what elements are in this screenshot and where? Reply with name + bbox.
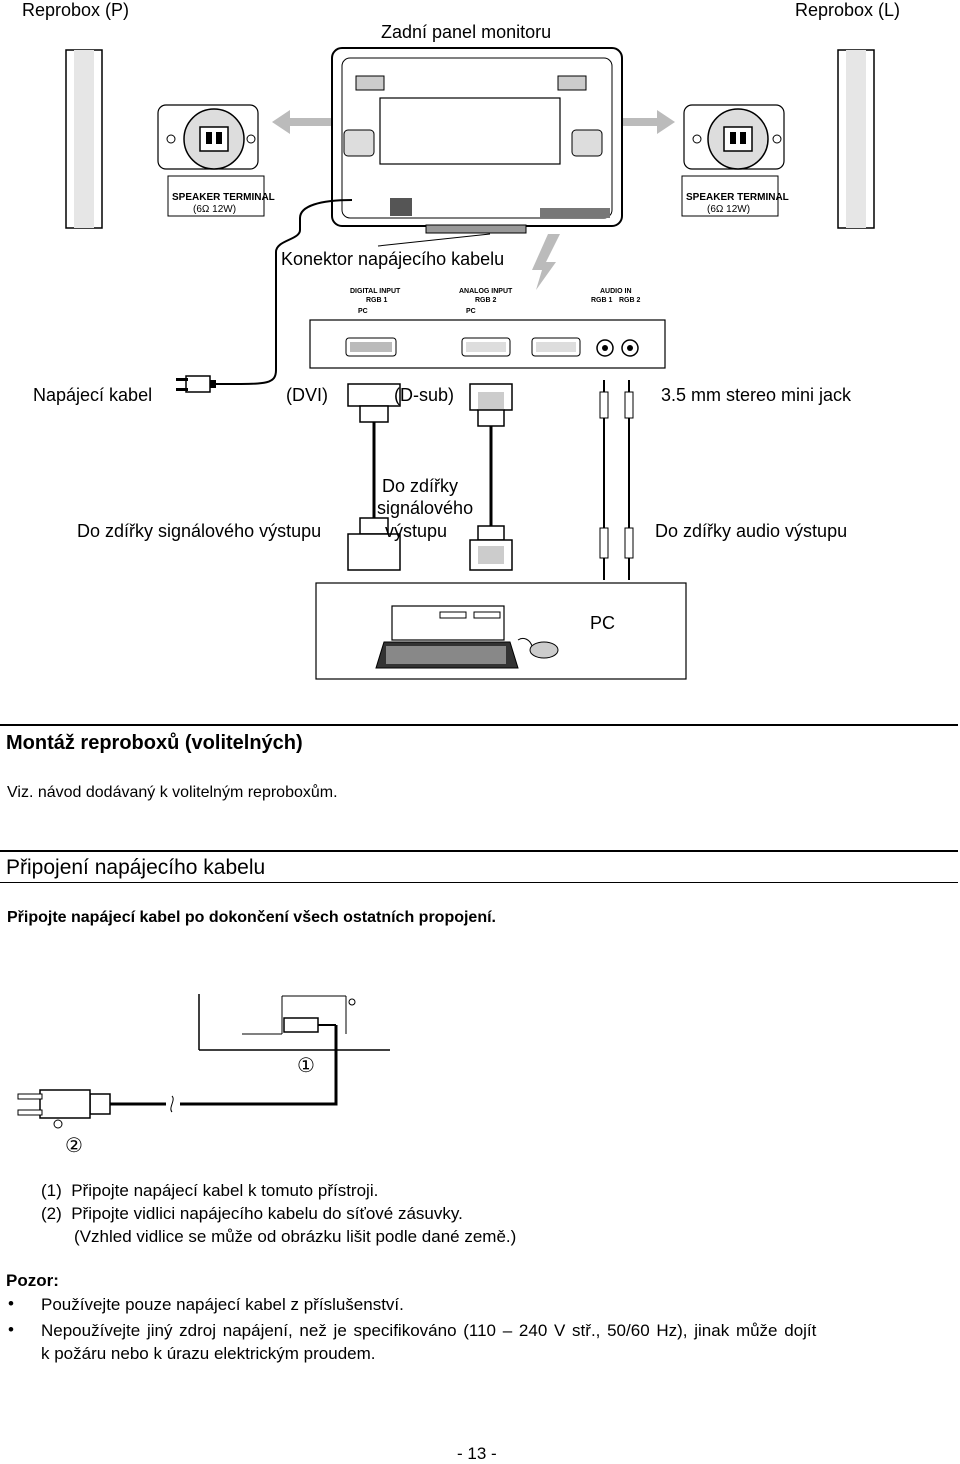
panel-audio-label: AUDIO IN xyxy=(600,288,632,295)
monitor-back xyxy=(331,47,623,234)
caution-title: Pozor: xyxy=(6,1271,59,1290)
dvi-cable xyxy=(347,383,401,571)
dsub-label: (D-sub) xyxy=(394,385,455,405)
panel-audio-sub2: RGB 2 xyxy=(619,297,641,304)
caution-bullet-1: • xyxy=(8,1294,14,1313)
step-1: (1) Připojte napájecí kabel k tomuto pří… xyxy=(41,1181,379,1200)
pc-illustration xyxy=(315,582,687,680)
signal-out-center-1: Do zdířky xyxy=(382,476,459,496)
dsub-cable xyxy=(469,383,513,571)
panel-analog-label: ANALOG INPUT xyxy=(459,288,513,295)
step-2: (2) Připojte vidlici napájecího kabelu d… xyxy=(41,1204,463,1223)
speaker-terminal-p-label: SPEAKER TERMINAL xyxy=(172,192,275,203)
signal-out-left-label: Do zdířky signálového výstupu xyxy=(77,521,322,541)
pc-label: PC xyxy=(590,613,616,633)
panel-digital-sub: RGB 1 xyxy=(366,297,388,304)
step-2-note: (Vzhled vidlice se může od obrázku lišit… xyxy=(41,1227,517,1246)
caution-bullet-2: • xyxy=(8,1320,14,1339)
panel-digital-label: DIGITAL INPUT xyxy=(350,288,401,295)
section1-title: Montáž reproboxů (volitelných) xyxy=(6,732,303,754)
signal-out-center-3: výstupu xyxy=(385,521,448,541)
power-connection-drawing xyxy=(17,994,390,1129)
dvi-label: (DVI) xyxy=(286,385,328,405)
speaker-p-label: Reprobox (P) xyxy=(22,0,130,20)
panel-analog-sub: RGB 2 xyxy=(475,297,497,304)
audio-out-label: Do zdířky audio výstupu xyxy=(655,521,848,541)
callout-2: ② xyxy=(65,1135,83,1157)
section2-intro: Připojte napájecí kabel po dokončení vše… xyxy=(7,909,496,926)
callout-1: ① xyxy=(297,1055,315,1077)
speaker-l-label: Reprobox (L) xyxy=(795,0,901,20)
power-connector-label: Konektor napájecího kabelu xyxy=(281,249,505,269)
caution-item-2-cont: k požáru nebo k úrazu elektrickým proude… xyxy=(41,1344,376,1363)
caution-item-2: Nepoužívejte jiný zdroj napájení, než je… xyxy=(41,1321,817,1340)
signal-out-center-2: signálového xyxy=(377,498,474,518)
speaker-terminal-p-spec: (6Ω 12W) xyxy=(193,204,237,215)
section2-title: Připojení napájecího kabelu xyxy=(6,856,266,879)
section1-text: Viz. návod dodávaný k volitelným reprobo… xyxy=(7,784,338,801)
panel-audio-sub1: RGB 1 xyxy=(591,297,613,304)
speaker-terminal-l xyxy=(681,104,785,217)
stereo-jack-label: 3.5 mm stereo mini jack xyxy=(661,385,852,405)
speaker-terminal-l-label: SPEAKER TERMINAL xyxy=(686,192,789,203)
audio-cables xyxy=(599,380,634,580)
section1-rule xyxy=(0,724,958,726)
speaker-terminal-l-spec: (6Ω 12W) xyxy=(707,204,751,215)
panel-pc1: PC xyxy=(358,308,368,315)
speaker-terminal-p xyxy=(157,104,265,217)
page-number: - 13 - xyxy=(457,1444,497,1463)
caution-item-1: Používejte pouze napájecí kabel z příslu… xyxy=(41,1295,404,1314)
input-panel xyxy=(309,319,666,369)
power-cable-label: Napájecí kabel xyxy=(33,385,153,405)
monitor-back-label: Zadní panel monitoru xyxy=(381,22,552,42)
panel-pc2: PC xyxy=(466,308,476,315)
section2-underline xyxy=(0,882,958,883)
power-plug-top xyxy=(176,375,216,393)
section2-rule xyxy=(0,850,958,852)
